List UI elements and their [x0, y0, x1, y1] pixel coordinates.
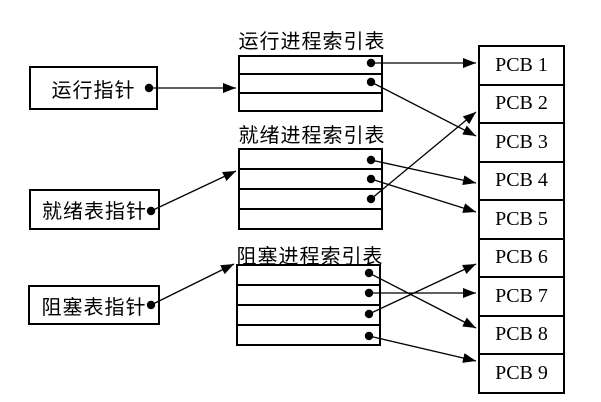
pcb-block-7: PCB 7	[478, 276, 565, 317]
table-row	[240, 208, 381, 228]
arrow-line	[370, 159, 477, 186]
table-row	[238, 266, 379, 284]
table-row	[240, 57, 381, 73]
pcb-column: PCB 1 PCB 2 PCB 3 PCB 4 PCB 5 PCB 6 PCB …	[478, 45, 565, 394]
arrow-line	[150, 170, 237, 212]
arrow-line	[370, 178, 477, 213]
connection-ready-row1-to-pcb4	[366, 155, 477, 186]
blocked-pointer-label: 阻塞表指针	[41, 296, 147, 319]
arrow-line	[368, 272, 477, 329]
connection-blocked-row1-to-pcb8	[364, 268, 477, 329]
connection-blocked-row2-to-pcb7	[364, 288, 476, 298]
arrow-line	[368, 335, 477, 363]
table-row	[238, 324, 379, 344]
pcb-block-9: PCB 9	[478, 353, 565, 394]
ready-pointer-label: 就绪表指针	[42, 201, 147, 223]
pcb-block-2: PCB 2	[478, 83, 565, 124]
blocked-table-title: 阻塞进程索引表	[236, 246, 384, 268]
table-row	[240, 73, 381, 91]
pcb-block-1: PCB 1	[478, 45, 565, 86]
table-row	[240, 168, 381, 188]
running-table-title: 运行进程索引表	[238, 31, 386, 53]
ready-table-title: 就绪进程索引表	[238, 125, 386, 147]
connection-blocked-row4-to-pcb9	[364, 331, 477, 363]
connection-blocked-row3-to-pcb6	[364, 263, 477, 319]
run-pointer-label: 运行指针	[51, 79, 136, 102]
blocked-pointer-box: 阻塞表指针	[28, 285, 160, 325]
running-process-index-table	[238, 55, 383, 112]
table-row	[240, 150, 381, 168]
pcb-block-6: PCB 6	[478, 237, 565, 278]
blocked-process-index-table	[236, 264, 381, 346]
pcb-block-3: PCB 3	[478, 122, 565, 163]
ready-pointer-box: 就绪表指针	[29, 189, 160, 230]
pcb-block-4: PCB 4	[478, 160, 565, 201]
table-row	[240, 91, 381, 110]
pcb-block-5: PCB 5	[478, 199, 565, 240]
table-row	[240, 188, 381, 208]
pcb-block-8: PCB 8	[478, 314, 565, 355]
table-row	[238, 284, 379, 304]
ready-process-index-table	[238, 148, 383, 230]
table-row	[238, 304, 379, 324]
arrow-line	[368, 263, 477, 315]
connection-running-row1-to-pcb1	[366, 58, 476, 68]
connection-run-pointer-to-running-table	[144, 83, 236, 93]
run-pointer-box: 运行指针	[29, 66, 158, 110]
connection-ready-row2-to-pcb5	[366, 174, 477, 213]
connection-ready-pointer-to-ready-table	[146, 170, 237, 216]
arrow-line	[150, 263, 235, 306]
